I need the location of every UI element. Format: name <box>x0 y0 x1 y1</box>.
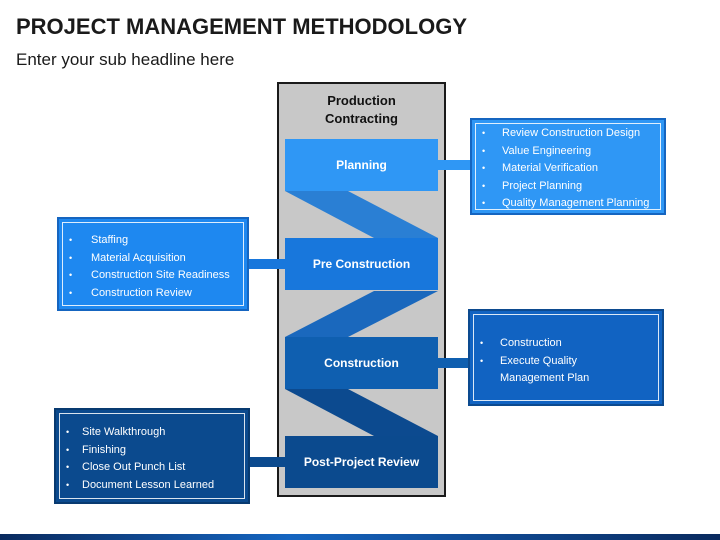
post-project-details-box: Site Walkthrough Finishing Close Out Pun… <box>54 408 250 504</box>
stage-pre-construction: Pre Construction <box>285 238 438 290</box>
list-item: Finishing <box>60 442 244 460</box>
column-title: Production Contracting <box>277 92 446 128</box>
list-item: Material Verification <box>476 160 660 178</box>
connector-pre-construction <box>248 259 285 269</box>
list-item: Quality Management Planning <box>476 195 660 213</box>
list-item: Management Plan <box>500 372 590 384</box>
list-item: Site Walkthrough <box>60 424 244 442</box>
stage-post-project-review: Post-Project Review <box>285 436 438 488</box>
pre-construction-details-box: Staffing Material Acquisition Constructi… <box>57 217 249 311</box>
pre-construction-details-list: Staffing Material Acquisition Constructi… <box>63 232 243 302</box>
list-item: Staffing <box>63 232 243 250</box>
list-item: Material Acquisition <box>63 250 243 268</box>
planning-details-box: Review Construction Design Value Enginee… <box>470 118 666 215</box>
footer-bar <box>0 534 720 540</box>
list-item: Value Engineering <box>476 143 660 161</box>
construction-details-list: Construction Execute Quality Management … <box>474 335 658 388</box>
list-item: Review Construction Design <box>476 125 660 143</box>
column-title-line1: Production <box>327 93 396 108</box>
connector-post-project <box>250 457 285 467</box>
connector-construction <box>438 358 470 368</box>
list-item: Construction <box>474 335 658 353</box>
construction-details-box: Construction Execute Quality Management … <box>468 309 664 406</box>
stage-construction: Construction <box>285 337 438 389</box>
stage-planning: Planning <box>285 139 438 191</box>
list-item: Document Lesson Learned <box>60 477 244 495</box>
post-project-details-list: Site Walkthrough Finishing Close Out Pun… <box>60 424 244 494</box>
zigzag-band-3 <box>285 389 438 436</box>
list-item: Project Planning <box>476 178 660 196</box>
list-item: Construction Review <box>63 285 243 303</box>
list-item: Execute Quality <box>474 353 658 371</box>
connector-planning <box>438 160 472 170</box>
column-title-line2: Contracting <box>325 111 398 126</box>
page-title: PROJECT MANAGEMENT METHODOLOGY <box>16 14 468 39</box>
planning-details-list: Review Construction Design Value Enginee… <box>476 125 660 213</box>
list-item: Close Out Punch List <box>60 459 244 477</box>
page-subtitle: Enter your sub headline here <box>16 50 235 69</box>
zigzag-band-1 <box>285 191 438 238</box>
zigzag-band-2 <box>285 291 438 337</box>
list-item: Construction Site Readiness <box>63 267 243 285</box>
